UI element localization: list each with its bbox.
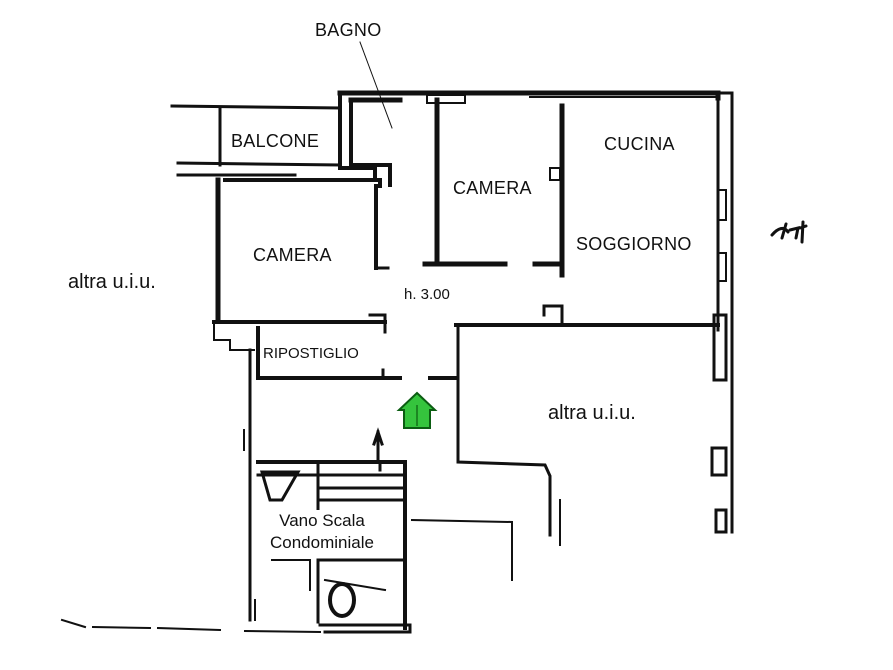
neighbor-label-right: altra u.i.u. xyxy=(548,402,636,424)
room-label-bagno: BAGNO xyxy=(315,20,382,40)
room-label-camera-2: CAMERA xyxy=(453,178,532,198)
entrance-arrow-icon xyxy=(396,391,438,429)
vano-scala-line1: Vano Scala xyxy=(279,511,365,530)
ceiling-height-label: h. 3.00 xyxy=(404,286,450,303)
room-label-camera-1: CAMERA xyxy=(253,245,332,265)
room-label-ripostiglio: RIPOSTIGLIO xyxy=(263,345,359,362)
room-label-balcone: BALCONE xyxy=(231,131,320,151)
neighbor-label-left: altra u.i.u. xyxy=(68,271,156,293)
room-label-vano-scala: Vano Scala Condominiale xyxy=(266,510,378,554)
signature-scribble-icon xyxy=(770,220,808,244)
room-label-cucina: CUCINA xyxy=(604,134,675,154)
walls xyxy=(60,41,734,634)
room-label-soggiorno: SOGGIORNO xyxy=(576,234,692,254)
vano-scala-line2: Condominiale xyxy=(270,533,374,552)
